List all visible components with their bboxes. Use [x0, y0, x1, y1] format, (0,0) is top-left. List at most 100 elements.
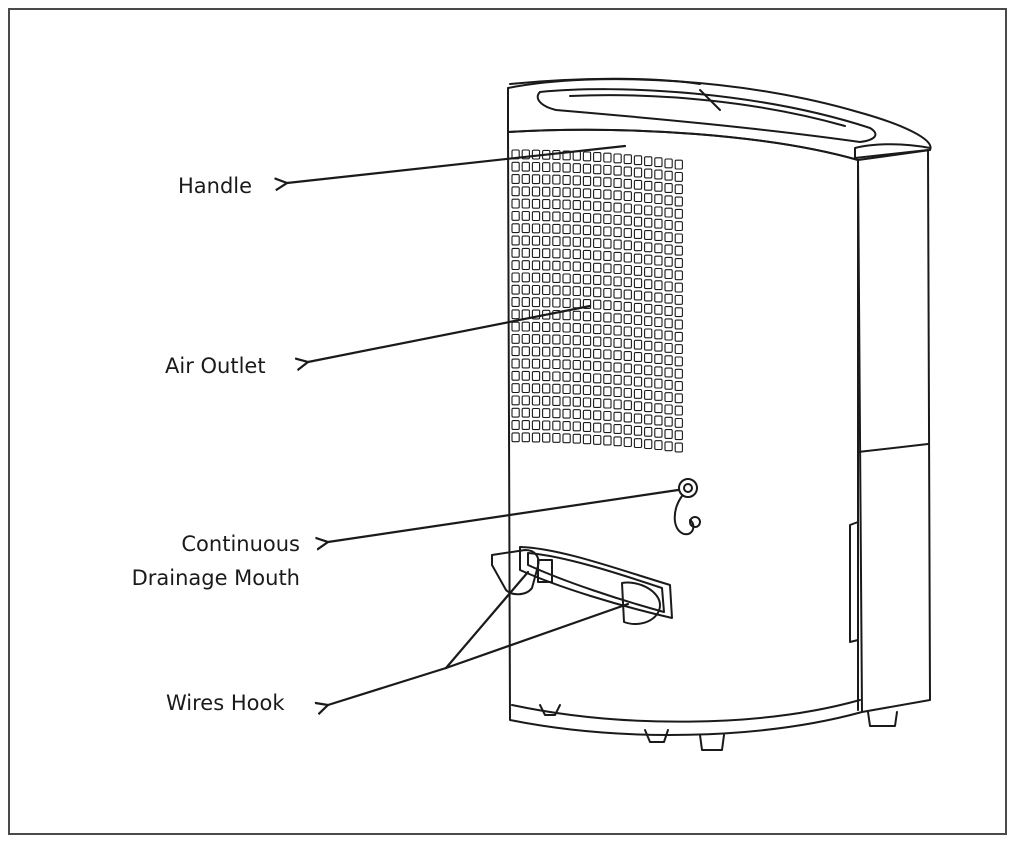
vent-cell [664, 183, 673, 193]
vent-cell [644, 353, 653, 363]
vent-cell [654, 354, 663, 364]
vent-cell [582, 360, 592, 371]
vent-cell [633, 167, 643, 178]
vent-cell [582, 249, 592, 260]
vent-cell [542, 358, 551, 369]
vent-cell [633, 315, 643, 326]
vent-cell [603, 177, 612, 188]
vent-cell [674, 417, 683, 428]
vent-cell [654, 218, 663, 229]
vent-cell [623, 166, 632, 177]
vent-cell [531, 407, 541, 418]
vent-cell [582, 274, 592, 285]
vent-cell [552, 371, 561, 382]
vent-cell [674, 307, 683, 318]
vent-cell [582, 348, 592, 359]
vent-cell [674, 270, 683, 281]
vent-cell [531, 309, 541, 320]
vent-cell [644, 230, 653, 240]
vent-cell [542, 408, 551, 419]
vent-cell [511, 210, 520, 221]
vent-cell [603, 214, 612, 225]
label-wires-hook: Wires Hook [166, 691, 285, 715]
vent-cell [593, 287, 602, 298]
vent-cell [674, 381, 683, 391]
vent-cell [542, 322, 551, 332]
vent-cell [572, 187, 581, 198]
vent-grille [511, 149, 683, 453]
vent-cell [572, 175, 581, 186]
vent-cell [674, 344, 683, 355]
vent-cell [644, 242, 653, 253]
vent-cell [531, 186, 541, 197]
vent-cell [572, 298, 581, 309]
vent-cell [572, 261, 581, 272]
vent-cell [654, 403, 663, 414]
vent-cell [572, 433, 581, 444]
vent-cell [633, 278, 643, 289]
wires-hook-arrow [328, 666, 448, 705]
vent-cell [562, 408, 571, 419]
vent-cell [674, 405, 683, 416]
vent-cell [582, 385, 592, 396]
vent-cell [623, 203, 632, 214]
vent-cell [644, 402, 653, 413]
vent-cell [511, 235, 520, 246]
vent-cell [511, 395, 520, 406]
vent-cell [623, 191, 632, 202]
vent-cell [623, 387, 632, 398]
vent-cell [572, 335, 581, 346]
vent-cell [654, 366, 663, 377]
vent-cell [633, 229, 643, 239]
vent-cell [654, 194, 663, 205]
vent-cell [531, 260, 541, 271]
vent-cell [654, 427, 663, 438]
vent-cell [542, 260, 551, 271]
vent-cell [531, 334, 541, 345]
vent-cell [674, 208, 683, 219]
vent-cell [562, 285, 571, 296]
vent-cell [633, 413, 643, 424]
vent-cell [664, 441, 673, 452]
vent-cell [521, 395, 530, 406]
vent-cell [562, 150, 571, 161]
vent-cell [511, 284, 520, 295]
vent-cell [633, 265, 643, 276]
vent-cell [654, 292, 663, 303]
vent-cell [674, 196, 683, 207]
label-continuous-drainage-mouth: Continuous Drainage Mouth [132, 527, 300, 595]
vent-cell [644, 365, 653, 376]
vent-cell [603, 410, 612, 421]
vent-cell [552, 223, 561, 234]
vent-cell [664, 207, 673, 218]
vent-cell [572, 310, 581, 321]
vent-cell [542, 334, 551, 345]
vent-cell [582, 286, 592, 297]
vent-cell [521, 346, 530, 357]
vent-cell [654, 181, 663, 192]
vent-cell [664, 158, 673, 169]
vent-cell [552, 346, 561, 357]
vent-cell [552, 383, 561, 394]
vent-cell [562, 384, 571, 395]
vent-cell [572, 212, 581, 223]
label-handle: Handle [178, 174, 253, 198]
label-drainage-line2: Drainage Mouth [131, 566, 300, 590]
vent-cell [633, 192, 643, 203]
vent-cell [644, 303, 653, 314]
vent-cell [623, 289, 632, 300]
vent-cell [633, 155, 643, 166]
vent-cell [582, 397, 592, 408]
vent-cell [664, 355, 673, 366]
vent-cell [613, 411, 622, 422]
vent-cell [542, 199, 551, 209]
vent-cell [613, 436, 622, 447]
vent-cell [674, 368, 683, 379]
vent-cell [613, 251, 622, 262]
vent-cell [644, 168, 653, 179]
vent-cell [562, 175, 571, 185]
vent-cell [511, 272, 520, 283]
vent-cell [562, 273, 571, 284]
vent-cell [633, 327, 643, 338]
vent-cell [644, 254, 653, 265]
